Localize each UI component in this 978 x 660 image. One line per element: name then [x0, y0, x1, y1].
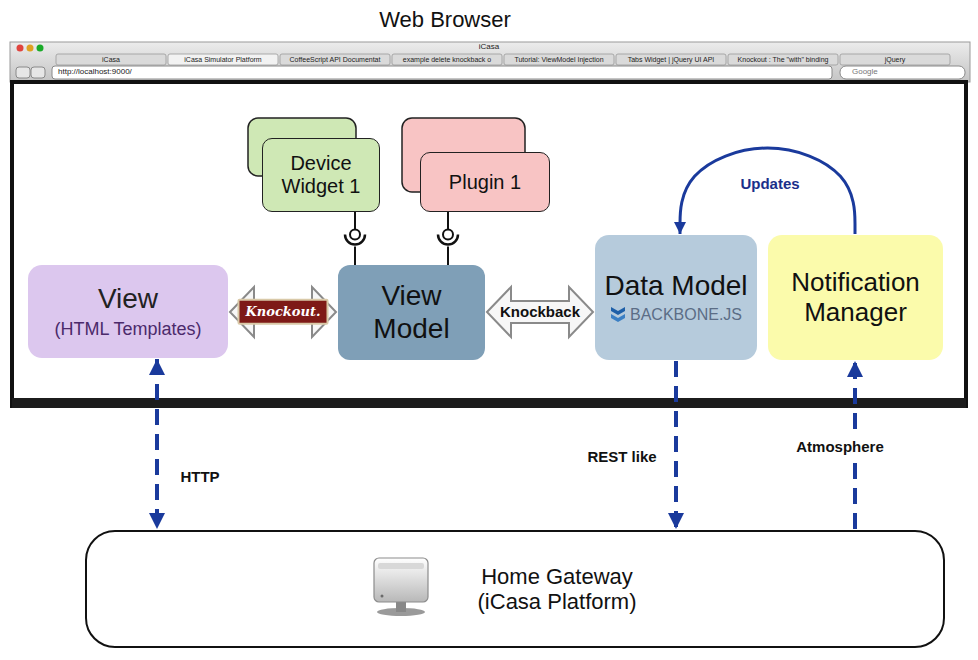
datamodel-box: Data ModelBACKBONE.JS	[595, 235, 757, 360]
knockout-binding-group	[230, 287, 336, 337]
http-link-group	[157, 359, 158, 529]
address-bar	[52, 66, 832, 79]
rest-link-group	[676, 361, 677, 529]
knockout-logo: Knockout.	[238, 299, 329, 325]
node-title: Home Gateway (iCasa Platform)	[457, 564, 657, 615]
notification-box: Notification Manager	[768, 235, 943, 360]
diagram-title: Web Browser	[379, 8, 511, 32]
edge-label: Atmosphere	[793, 438, 887, 457]
tab-title: iCasa	[102, 56, 120, 64]
edge-label: Updates	[737, 175, 802, 194]
socket-ball	[443, 230, 453, 240]
tab-title: Tutorial: ViewModel Injection	[514, 56, 603, 64]
node-subtitle: BACKBONE.JS	[630, 306, 742, 324]
knockback-binding	[487, 287, 593, 337]
node-title: View	[98, 283, 158, 315]
node-title: Plugin 1	[449, 171, 521, 194]
tab-title: jQuery	[885, 56, 906, 64]
edge-label: HTTP	[177, 468, 222, 487]
node-title: Notification Manager	[776, 268, 935, 328]
gateway-box: Home Gateway (iCasa Platform)	[85, 530, 945, 648]
url-text: http://localhost:9000/	[58, 68, 132, 77]
plugin-socket-group	[345, 212, 365, 265]
socket-ball	[350, 230, 360, 240]
gateway-device-icon	[374, 558, 428, 616]
node-subtitle: (HTML Templates)	[54, 319, 201, 340]
minimize-button	[27, 45, 34, 52]
node-title: Device Widget 1	[271, 152, 371, 198]
browser-viewport	[12, 82, 966, 406]
http-link	[155, 359, 159, 529]
zoom-button	[37, 45, 44, 52]
edge-label: Knockback	[498, 303, 582, 322]
plugin-box: Plugin 1	[420, 152, 550, 212]
updates-arc-group	[680, 148, 855, 234]
updates-arc	[680, 148, 855, 234]
search-box	[840, 66, 965, 79]
tab-title: example delete knockback o	[403, 56, 491, 64]
forward-button	[31, 67, 45, 78]
close-button	[17, 45, 24, 52]
knockback-binding-group	[487, 287, 593, 337]
tab-title: Knockout : The "with" binding	[738, 56, 829, 64]
window-title: iCasa	[479, 43, 499, 52]
view-box: View (HTML Templates)	[28, 265, 228, 358]
tab-title: iCasa Simulator Platform	[184, 56, 261, 64]
node-title: View Model	[346, 280, 477, 344]
browser-tabs	[56, 54, 950, 65]
logo-row: BACKBONE.JS	[610, 302, 742, 324]
back-button	[16, 67, 30, 78]
search-hint: Google	[852, 68, 878, 77]
browser-chrome	[10, 42, 970, 82]
plugin-socket-group	[438, 212, 458, 265]
edge-label: REST like	[584, 448, 659, 467]
widget-box: Device Widget 1	[262, 138, 380, 212]
node-title: Data Model	[604, 270, 747, 302]
tab-title: CoffeeScript API Documentat	[290, 56, 381, 64]
knockout-binding	[230, 287, 336, 337]
backbone-logo	[610, 305, 626, 323]
tab-title: Tabs Widget | jQuery UI API	[628, 56, 715, 64]
viewmodel-box: View Model	[338, 265, 485, 360]
rest-link	[674, 361, 678, 529]
